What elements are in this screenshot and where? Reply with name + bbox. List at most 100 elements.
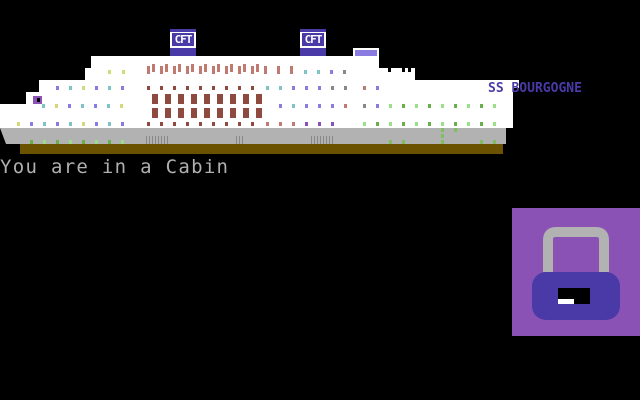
porthole [305,104,308,108]
porthole [160,86,163,90]
porthole [243,94,249,104]
porthole [152,64,155,72]
porthole [120,104,123,108]
porthole [441,140,444,144]
porthole [95,122,98,126]
porthole [317,136,318,144]
porthole [408,68,411,72]
porthole [56,86,59,90]
porthole [318,86,321,90]
porthole [149,136,150,144]
porthole [428,104,431,108]
porthole [238,66,241,74]
porthole [173,86,176,90]
porthole [344,122,347,126]
porthole [454,122,457,126]
porthole [146,136,147,144]
porthole [68,104,71,108]
porthole [121,140,124,144]
porthole [242,136,243,144]
porthole [454,128,457,132]
porthole [320,136,321,144]
porthole [186,66,189,74]
porthole [266,122,269,126]
porthole [441,128,444,132]
porthole [402,140,405,144]
porthole [251,86,254,90]
porthole [493,140,496,144]
porthole [279,122,282,126]
porthole [204,108,210,118]
porthole [147,86,150,90]
porthole [82,122,85,126]
porthole [251,66,254,74]
porthole [69,122,72,126]
porthole [94,104,97,108]
porthole [314,136,315,144]
porthole [279,86,282,90]
porthole [344,86,347,90]
porthole [331,122,334,126]
porthole [389,140,392,144]
porthole [415,122,418,126]
porthole [292,104,295,108]
porthole [256,108,262,118]
porthole [212,122,215,126]
porthole [165,108,171,118]
porthole [344,104,347,108]
porthole [178,64,181,72]
porthole [55,104,58,108]
porthole [326,136,327,144]
porthole [402,68,405,72]
porthole [230,64,233,72]
porthole [108,86,111,90]
porthole [363,122,366,126]
porthole [95,140,98,144]
porthole [152,108,158,118]
porthole [30,140,33,144]
porthole [230,108,236,118]
porthole [239,136,240,144]
porthole [121,86,124,90]
porthole [161,136,162,144]
porthole [415,104,418,108]
porthole [107,104,110,108]
porthole [81,104,84,108]
porthole [330,70,333,74]
porthole [388,68,391,72]
porthole [467,122,470,126]
inventory-slot[interactable] [512,208,640,336]
porthole [363,86,366,90]
porthole [204,94,210,104]
porthole [304,70,307,74]
porthole [332,136,333,144]
porthole [389,122,392,126]
porthole [121,122,124,126]
porthole [199,122,202,126]
porthole [225,66,228,74]
porthole [82,140,85,144]
porthole [480,122,483,126]
porthole [256,94,262,104]
porthole [173,122,176,126]
porthole [343,70,346,74]
porthole [186,122,189,126]
porthole [152,94,158,104]
porthole [236,136,237,144]
porthole [217,108,223,118]
porthole [225,86,228,90]
porthole [318,122,321,126]
porthole [178,108,184,118]
porthole [243,64,246,72]
porthole [191,94,197,104]
funnel-label: CFT [172,33,194,46]
funnel-label: CFT [302,33,324,46]
porthole [191,108,197,118]
porthole [95,86,98,90]
porthole [147,66,150,74]
porthole [493,104,496,108]
porthole [147,122,150,126]
porthole [311,136,312,144]
porthole [212,86,215,90]
